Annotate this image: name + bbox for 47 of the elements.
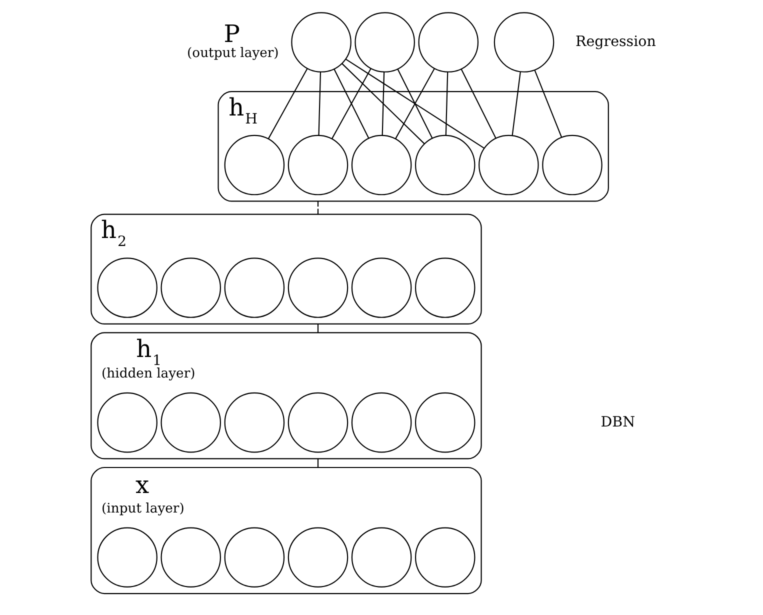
label: P [223, 20, 240, 48]
node-circle [287, 527, 348, 588]
node-circle [96, 392, 157, 453]
node-circle [354, 12, 414, 72]
connector [267, 68, 308, 139]
label: DBN [600, 414, 635, 430]
node-circle [160, 527, 221, 588]
node-circle [160, 392, 221, 453]
node-circle [160, 258, 221, 318]
node-circle [350, 134, 412, 196]
node-circle [414, 134, 475, 196]
connector [534, 70, 562, 138]
node-circle [224, 258, 284, 318]
connector [341, 63, 424, 144]
node-circle [414, 527, 475, 588]
node-circle [418, 12, 478, 72]
node-circle [350, 527, 412, 588]
node-circle [287, 258, 348, 318]
node-circle [478, 134, 538, 196]
node-circle [414, 392, 475, 453]
connector [318, 72, 321, 136]
connector [511, 72, 520, 136]
node-circle [290, 12, 351, 72]
connector [460, 69, 496, 138]
cluster: x (input layer) [90, 466, 482, 594]
cluster: h$_{H}$ [217, 91, 608, 202]
connector [444, 72, 448, 136]
node-circle [350, 258, 412, 318]
node-circle [414, 258, 475, 318]
node-circle [350, 392, 412, 453]
label: Regression [575, 34, 656, 50]
node-circle [493, 12, 554, 72]
connector [345, 58, 484, 149]
node-circle [224, 392, 284, 453]
cluster: h$_{2}$ [90, 214, 482, 324]
node-circle [224, 527, 284, 588]
node-circle [96, 527, 157, 588]
connector [316, 201, 318, 214]
node-circle [542, 134, 602, 196]
node-circle [287, 134, 348, 196]
label: (output layer) [186, 46, 278, 62]
cluster: h$_{1}$ (hidden layer) [90, 332, 482, 460]
node-circle [224, 134, 284, 196]
connector [381, 72, 384, 136]
node-circle [96, 258, 157, 318]
node-circle [287, 392, 348, 453]
connector [316, 458, 318, 468]
